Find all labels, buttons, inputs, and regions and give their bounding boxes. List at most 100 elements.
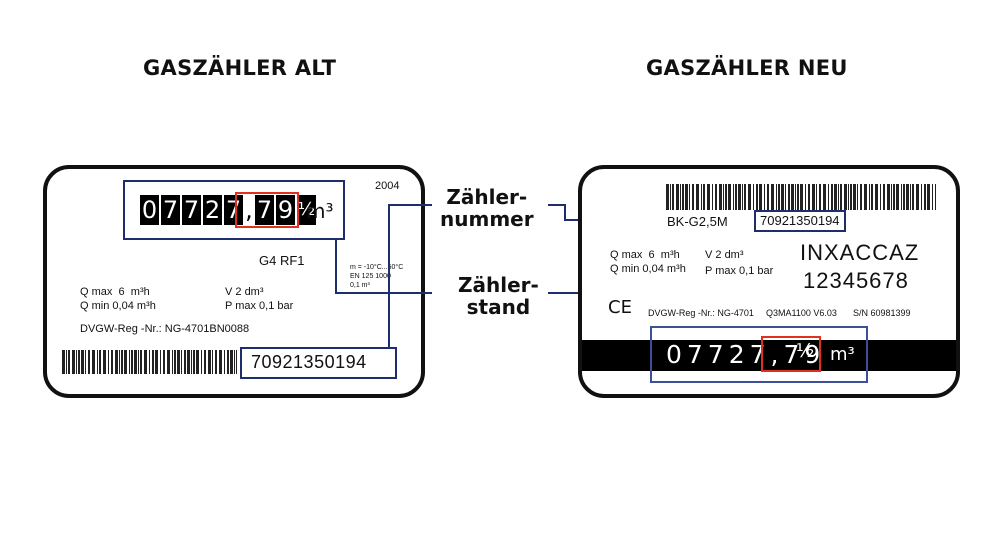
old-model: G4 RF1 — [259, 253, 305, 268]
barcode-bar — [864, 184, 867, 210]
barcode-bar — [108, 350, 109, 374]
label-meter-reading: Zähler- stand — [458, 274, 539, 318]
old-qmin-unit: m³h — [136, 300, 156, 312]
old-qmin-label: Q min — [80, 300, 110, 312]
new-code: Q3MA1100 V6.03 — [766, 308, 837, 318]
barcode-bar — [883, 184, 885, 210]
old-digit: 7 — [224, 195, 243, 225]
new-pmax-label: P max — [705, 265, 736, 277]
barcode-bar — [134, 350, 137, 374]
barcode-bar — [703, 184, 705, 210]
barcode-bar — [689, 184, 690, 210]
old-digit-comma: , — [245, 195, 253, 225]
new-qmin-value: 0,04 — [642, 263, 664, 275]
old-reading-digits: 0 7 7 2 7 , 7 9 ½ — [140, 195, 318, 225]
barcode-bar — [155, 350, 158, 374]
barcode-bar — [738, 184, 741, 210]
barcode-bar — [869, 184, 870, 210]
barcode-bar — [834, 184, 837, 210]
barcode-bar — [66, 350, 67, 374]
barcode-bar — [191, 350, 192, 374]
barcode-bar — [840, 184, 842, 210]
new-reading-fraction: ½ — [796, 340, 820, 362]
connector-number-old-vertical — [388, 205, 390, 347]
barcode-bar — [797, 184, 799, 210]
label-meter-number: Zähler- nummer — [440, 186, 534, 230]
old-digit: 2 — [203, 195, 222, 225]
barcode-bar — [174, 350, 176, 374]
barcode-bar — [124, 350, 127, 374]
new-qmax-label: Q max — [610, 249, 643, 261]
barcode-bar — [816, 184, 817, 210]
barcode-bar — [725, 184, 727, 210]
barcode-bar — [680, 184, 681, 210]
new-qmin-label: Q min — [610, 263, 640, 275]
old-qmax: Q max 6 m³h — [80, 286, 150, 298]
barcode-bar — [903, 184, 905, 210]
barcode-bar — [177, 350, 180, 374]
new-sn: S/N 60981399 — [853, 308, 911, 318]
barcode-bar — [129, 350, 130, 374]
new-unit: m³ — [830, 344, 855, 365]
barcode-bar — [921, 184, 922, 210]
old-qmin: Q min 0,04 m³h — [80, 300, 156, 312]
barcode-bar — [149, 350, 150, 374]
barcode-bar — [204, 350, 206, 374]
barcode-bar — [791, 184, 794, 210]
barcode-bar — [193, 350, 195, 374]
barcode-bar — [781, 184, 784, 210]
barcode-bar — [666, 184, 669, 210]
barcode-bar — [103, 350, 106, 374]
barcode-bar — [844, 184, 847, 210]
barcode-bar — [701, 184, 702, 210]
barcode-bar — [234, 350, 235, 374]
old-year: 2004 — [375, 180, 400, 192]
barcode-bar — [912, 184, 914, 210]
new-serial-frame — [754, 210, 846, 232]
barcode-bar — [893, 184, 895, 210]
barcode-bar — [115, 350, 118, 374]
barcode-bar — [68, 350, 70, 374]
old-digit: 7 — [255, 195, 274, 225]
old-unit: m³ — [306, 199, 334, 223]
barcode-bar — [119, 350, 120, 374]
barcode-bar — [857, 184, 858, 210]
barcode-bar — [733, 184, 734, 210]
barcode-bar — [788, 184, 790, 210]
old-pmax-label: P max — [225, 300, 256, 312]
barcode-bar — [808, 184, 810, 210]
old-digit: 7 — [161, 195, 180, 225]
new-qmin: Q min 0,04 m³h — [610, 263, 686, 275]
barcode-bar — [742, 184, 743, 210]
barcode-bar — [910, 184, 911, 210]
old-qmin-value: 0,04 — [112, 300, 134, 312]
barcode-bar — [707, 184, 710, 210]
barcode-bar — [676, 184, 679, 210]
old-pmax-value: 0,1 — [259, 300, 275, 312]
heading-old-meter: GASZÄHLER ALT — [143, 56, 337, 80]
barcode-bar — [131, 350, 133, 374]
new-number: 12345678 — [803, 268, 909, 293]
barcode-bar — [219, 350, 222, 374]
new-decimal-highlight — [761, 336, 821, 372]
barcode-bar — [838, 184, 839, 210]
old-temp-2: EN 125 1000 — [350, 273, 391, 280]
label-meter-reading-line1: Zähler- — [458, 273, 539, 297]
barcode-bar — [85, 350, 86, 374]
barcode-bar — [215, 350, 217, 374]
old-qmax-label: Q max — [80, 286, 113, 298]
barcode-bar — [728, 184, 731, 210]
barcode-bar — [800, 184, 803, 210]
new-reading-frame — [650, 326, 868, 383]
new-model: BK-G2,5M — [667, 214, 728, 229]
barcode-bar — [72, 350, 75, 374]
old-temp-3: 0,1 m³ — [350, 282, 370, 289]
connector-number-new-v — [564, 204, 566, 221]
old-digit: 7 — [182, 195, 201, 225]
barcode-bar — [932, 184, 933, 210]
barcode-bar — [785, 184, 786, 210]
old-pmax-unit: bar — [277, 300, 294, 312]
barcode-bar — [735, 184, 737, 210]
new-barcode — [666, 184, 936, 210]
new-serial: 70921350194 — [760, 213, 840, 228]
